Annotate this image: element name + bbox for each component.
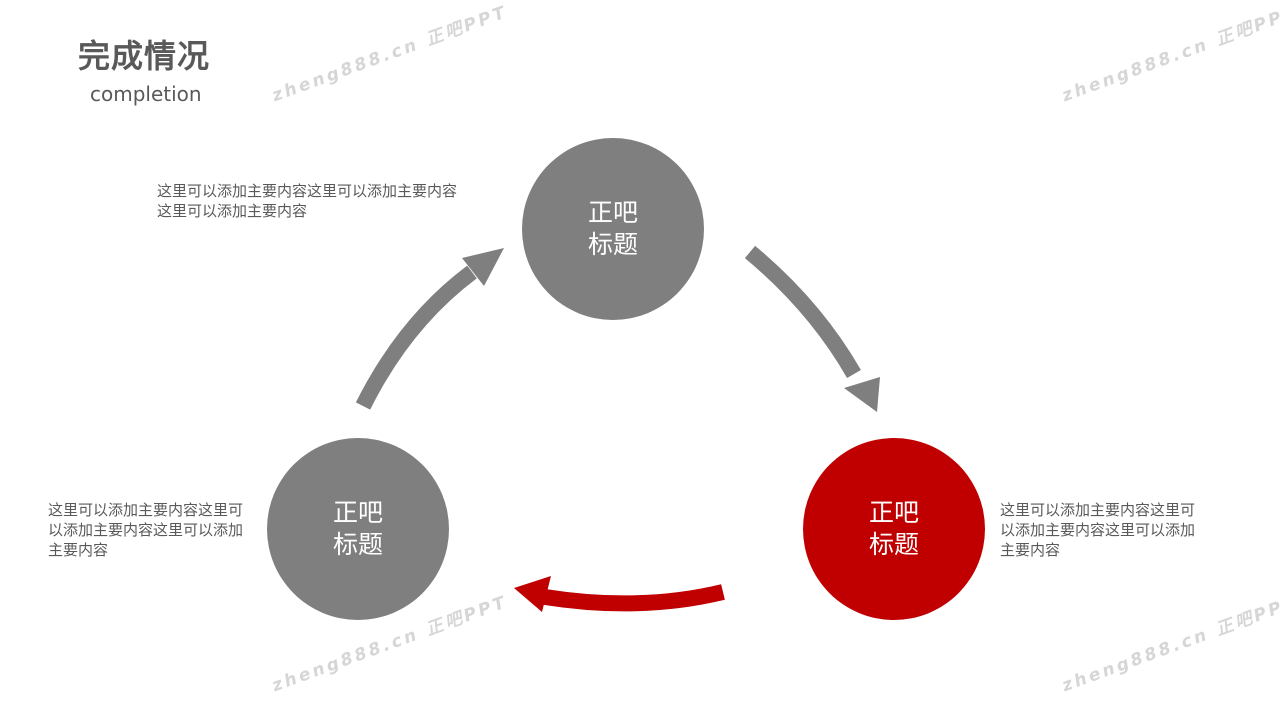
- node-right[interactable]: 正吧标题: [803, 438, 985, 620]
- node-top[interactable]: 正吧标题: [522, 138, 704, 320]
- arrow-top-to-right-head: [844, 377, 880, 412]
- description-right: 这里可以添加主要内容这里可以添加主要内容这里可以添加主要内容: [1000, 501, 1196, 559]
- description-top: 这里可以添加主要内容这里可以添加主要内容这里可以添加主要内容: [157, 182, 458, 220]
- node-label: 正吧标题: [332, 498, 383, 559]
- arrow-right-to-left: [514, 576, 725, 612]
- arrow-right-to-left-head: [514, 576, 551, 612]
- page-title: 完成情况: [78, 37, 211, 75]
- arrow-left-to-top-head: [462, 248, 504, 286]
- node-left[interactable]: 正吧标题: [267, 438, 449, 620]
- node-label: 正吧标题: [868, 498, 919, 559]
- arrow-left-to-top: [355, 248, 504, 410]
- page-subtitle: completion: [90, 82, 202, 106]
- arrow-left-to-top-shaft: [355, 265, 477, 410]
- arrow-right-to-left-shaft: [543, 584, 725, 612]
- arrow-top-to-right: [744, 245, 880, 412]
- description-left: 这里可以添加主要内容这里可以添加主要内容这里可以添加主要内容: [48, 501, 244, 559]
- node-label: 正吧标题: [587, 198, 638, 259]
- arrow-top-to-right-shaft: [744, 245, 861, 378]
